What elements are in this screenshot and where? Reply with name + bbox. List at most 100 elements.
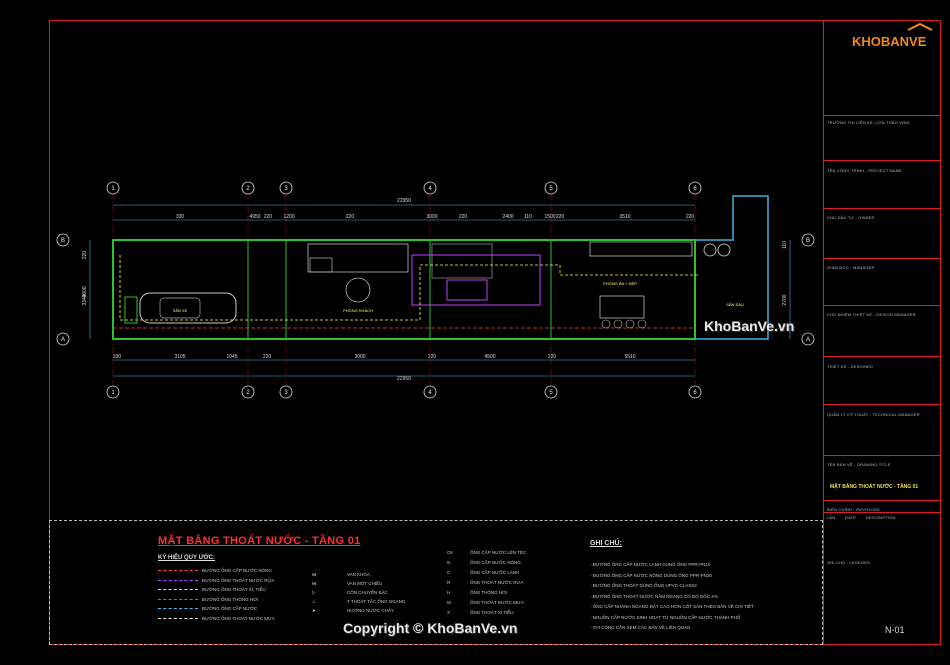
dim-bottom: 220: [428, 354, 437, 360]
legend-symbol-icon: ▷: [312, 590, 316, 595]
legend-code-label: ỐNG THOÁT NƯỚC MƯA: [470, 600, 524, 605]
title-block-row: TRƯỜNG THỊ LIÊN KẾ: CÔN THẢO VINH: [827, 120, 910, 125]
title-block-drawing-title: MẶT BẰNG THOÁT NƯỚC - TẦNG 01: [830, 484, 919, 490]
car-symbol: [139, 292, 237, 324]
note-item: - ĐƯỜNG ỐNG THOÁT NƯỚC NẰM NGANG CÓ ĐỘ D…: [590, 593, 718, 599]
room-label: SÂN XE: [173, 308, 188, 313]
dim-top: 220: [556, 214, 565, 220]
dining-table: [599, 295, 647, 329]
legend-line-sample: [158, 617, 198, 619]
legend-line-label: ĐƯỜNG ỐNG THÔNG HƠI: [202, 596, 259, 602]
title-block-row: QUẢN LÝ KỸ THUẬT - TECHNICAL MANAGER: [827, 412, 920, 417]
legend-code: H: [447, 590, 451, 595]
legend-code: N: [447, 560, 451, 565]
title-block-row: CHỦ NHIỆM THIẾT KẾ - DESIGN MANAGER: [827, 312, 916, 317]
title-block-row: TÊN CÔNG TRÌNH - PROJECT NAME: [827, 168, 902, 173]
revision-header: LẦN: [827, 515, 836, 520]
legends-label: GHI CHÚ - LEGENDS: [827, 560, 870, 565]
legend-line-sample: [158, 608, 198, 609]
title-block-row: GIÁM ĐỐC - MANAGER: [827, 265, 875, 270]
legend-code: R: [447, 580, 451, 585]
legend-symbol-label: CÔN CHUYỂN BẬC: [347, 590, 388, 595]
dim-right: 110: [782, 241, 788, 249]
title-block-divider: [823, 500, 941, 501]
dim-bottom: 330: [113, 354, 122, 360]
dim-bottom: 4500: [484, 354, 495, 360]
note-item: - ĐƯỜNG ỐNG CẤP NƯỚC LẠNH DÙNG ỐNG PPR-P…: [590, 562, 711, 567]
axis-label: A: [806, 337, 810, 343]
dim-top: 220: [346, 214, 355, 220]
legend-code: CK: [447, 550, 454, 555]
dim-right: 2700: [782, 294, 788, 305]
pipe-cold: [119, 255, 700, 321]
stair: [431, 243, 493, 279]
revision-header: DATE: [845, 515, 857, 520]
room-label: PHÒNG ĂN + BẾP: [603, 281, 637, 286]
title-block-row: TÊN BẢN VẼ - DRAWING TITLE: [827, 462, 891, 467]
legend-line-label: ĐƯỜNG ỐNG CẤP NƯỚC NÓNG: [202, 568, 272, 573]
axis-label: 3: [284, 186, 288, 192]
legend-code-label: ỐNG CẤP NƯỚC LẠNH: [470, 570, 520, 575]
title-block-row: THIẾT KẾ - DESIGNED: [827, 364, 874, 369]
legend-symbol-icon: ⋈: [312, 572, 317, 577]
axis-label: 1: [111, 390, 115, 396]
revision-header: DESCRIPTION: [866, 515, 896, 520]
washer: [717, 243, 731, 257]
title-block-divider: [823, 115, 941, 116]
legend-symbol-label: HƯỚNG NƯỚC CHẢY: [347, 608, 394, 613]
note-item: - ĐƯỜNG ỐNG CẤP NƯỚC NÓNG DÙNG ỐNG PPR-P…: [590, 572, 712, 578]
axis-label: B: [61, 238, 65, 244]
axis-label: 4: [428, 390, 432, 396]
dim-top: 110: [524, 214, 532, 220]
legend-line-sample: [158, 570, 198, 571]
title-block-divider: [823, 404, 941, 405]
legend-heading: KÝ HIỆU QUY ƯỚC:: [158, 555, 215, 561]
axis-label: 1: [111, 186, 115, 192]
legend-line-sample: [158, 589, 198, 590]
room-label: SÂN SAU: [726, 302, 744, 307]
legend-code: X: [447, 610, 451, 615]
dim-top: 220: [459, 214, 468, 220]
dim-total-top: 22950: [397, 198, 411, 204]
dim-bottom: 220: [548, 354, 557, 360]
rain-pipe-box: [124, 296, 138, 324]
title-block-row: CHỦ ĐẦU TƯ - OWNER: [827, 215, 875, 220]
title-block-divider: [823, 160, 941, 161]
title-block-divider: [823, 512, 941, 513]
kitchen-counter: [589, 241, 693, 257]
legend-symbol-icon: ⊥: [312, 599, 316, 604]
dim-top: 4950: [249, 214, 260, 220]
axis-bubble: [56, 233, 70, 247]
dim-top: 1200: [283, 214, 294, 220]
legend-line-sample: [158, 598, 198, 600]
dim-bottom: 3105: [174, 354, 185, 360]
watermark-bottom: Copyright © KhoBanVe.vn: [343, 620, 518, 636]
axis-label: 5: [549, 186, 553, 192]
legend-symbol-label: VAN MỘT CHIỀU: [347, 581, 383, 586]
khobanve-logo: KHOBANVE: [852, 22, 933, 49]
dim-bottom: 3000: [354, 354, 365, 360]
toilet-box: [446, 279, 488, 301]
title-block-divider: [823, 455, 941, 456]
axis-label: 3: [284, 390, 288, 396]
axis-bubble: [801, 233, 815, 247]
dim-top: 1500: [544, 214, 555, 220]
title-block-row: BIÊN CHỈNH - REVISIONS: [827, 507, 880, 512]
legend-symbol-icon: ➤: [312, 608, 316, 613]
legend-code-label: ỐNG CẤP NƯỚC NÓNG: [470, 560, 521, 565]
notes-heading: GHI CHÚ:: [590, 540, 622, 547]
legend-symbol-label: T THOÁT TẮC ỐNG NGANG: [347, 599, 406, 604]
legend-line-label: ĐƯỜNG ỐNG THOÁT NƯỚC RỬA: [202, 577, 275, 583]
legend-line-label: ĐƯỜNG ỐNG THOÁT XÍ, TIỂU: [202, 587, 266, 592]
dim-bottom: 1045: [226, 354, 237, 360]
axis-bubble: [56, 332, 70, 346]
dim-total-bottom: 22950: [397, 376, 411, 382]
dim-left: 3340: [82, 294, 88, 305]
title-block-divider: [823, 258, 941, 259]
logo-text: KHOBANVE: [852, 34, 927, 49]
note-item: - ĐƯỜNG ỐNG THOÁT DÙNG ỐNG UPVC-CLASS2: [590, 583, 697, 588]
living-furniture: [307, 243, 409, 303]
legend-code-label: ỐNG THOÁT XÍ TIỂU: [470, 610, 514, 615]
legend-symbol-label: VAN KHÓA: [347, 572, 370, 577]
